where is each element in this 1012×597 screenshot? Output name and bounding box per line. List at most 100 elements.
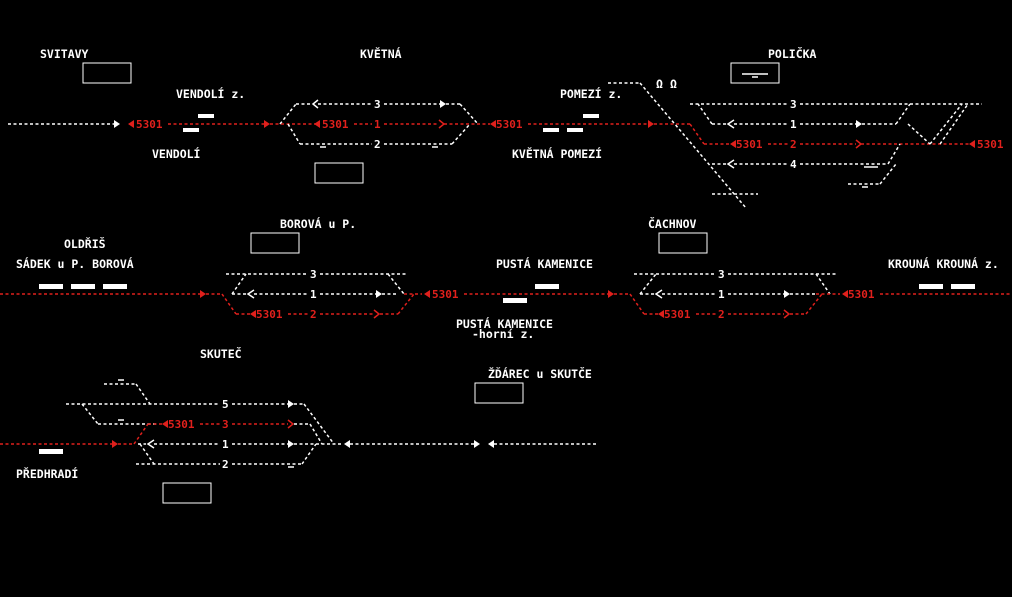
- signal-icon[interactable]: [246, 289, 255, 299]
- switch[interactable]: [301, 443, 317, 465]
- station-predhradi[interactable]: PŘEDHRADÍ: [16, 466, 78, 481]
- switch-occupied[interactable]: [805, 293, 823, 315]
- signal-icon[interactable]: [250, 310, 256, 318]
- signal-icon[interactable]: [424, 290, 430, 298]
- switch-occupied[interactable]: [221, 293, 237, 315]
- zdarec-panel-box[interactable]: [474, 382, 524, 404]
- signal-icon[interactable]: [474, 440, 480, 448]
- switch[interactable]: [135, 383, 151, 405]
- signal-icon[interactable]: [376, 290, 382, 298]
- signal-icon[interactable]: [344, 440, 350, 448]
- switch[interactable]: [309, 423, 323, 445]
- train-number-label[interactable]: 5301: [496, 118, 523, 131]
- signal-icon[interactable]: [311, 99, 319, 109]
- switch[interactable]: [697, 103, 713, 125]
- derail-icon[interactable]: Ω: [670, 77, 677, 91]
- station-policka[interactable]: POLIČKA: [768, 46, 817, 61]
- signal-icon[interactable]: [490, 120, 496, 128]
- svitavy-panel-box[interactable]: [82, 62, 132, 84]
- station-krouna[interactable]: KROUNÁ KROUNÁ z.: [888, 256, 999, 271]
- switch[interactable]: [139, 443, 155, 465]
- switch[interactable]: [459, 103, 479, 125]
- signal-icon[interactable]: [783, 309, 791, 319]
- station-pomezi-z[interactable]: POMEZÍ z.: [560, 86, 622, 101]
- signal-icon[interactable]: [726, 159, 735, 169]
- train-number-label[interactable]: 5301: [136, 118, 163, 131]
- policka-panel-box[interactable]: [730, 62, 780, 84]
- signal-icon[interactable]: [856, 120, 862, 128]
- station-pusta-kamenice[interactable]: PUSTÁ KAMENICE: [496, 256, 593, 271]
- switch[interactable]: [279, 103, 297, 125]
- signal-icon[interactable]: [314, 120, 320, 128]
- switch[interactable]: [815, 273, 831, 295]
- signal-icon[interactable]: [784, 290, 790, 298]
- station-vendoli-z[interactable]: VENDOLÍ z.: [176, 86, 245, 101]
- switch[interactable]: [887, 143, 901, 165]
- train-number-label[interactable]: 5301: [256, 308, 283, 321]
- switch[interactable]: [231, 273, 247, 295]
- signal-icon[interactable]: [146, 439, 155, 449]
- skutec-panel-box[interactable]: [162, 482, 212, 504]
- signal-icon[interactable]: [726, 119, 735, 129]
- switch-occupied[interactable]: [133, 423, 149, 445]
- train-number-label[interactable]: 5301: [168, 418, 195, 431]
- station-cachnov[interactable]: ČACHNOV: [648, 216, 697, 231]
- switch[interactable]: [895, 103, 911, 125]
- switch[interactable]: [929, 103, 963, 145]
- switch[interactable]: [639, 273, 657, 295]
- signal-icon[interactable]: [855, 139, 863, 149]
- signal-icon[interactable]: [440, 100, 446, 108]
- switch[interactable]: [939, 103, 969, 145]
- signal-icon[interactable]: [608, 290, 614, 298]
- switch-occupied[interactable]: [689, 123, 705, 145]
- signal-icon[interactable]: [842, 290, 848, 298]
- signal-icon[interactable]: [658, 310, 664, 318]
- switch[interactable]: [81, 403, 99, 425]
- signal-icon[interactable]: [264, 120, 270, 128]
- switch[interactable]: [387, 273, 405, 295]
- signal-icon[interactable]: [128, 120, 134, 128]
- signal-icon[interactable]: [438, 119, 446, 129]
- station-vendoli[interactable]: VENDOLÍ: [152, 146, 200, 161]
- station-svitavy[interactable]: SVITAVY: [40, 47, 89, 61]
- train-number-label[interactable]: 5301: [848, 288, 875, 301]
- station-pusta-kamenice-horni[interactable]: PUSTÁ KAMENICE: [456, 316, 553, 331]
- train-number-label[interactable]: 5301: [432, 288, 459, 301]
- station-borova-u-p[interactable]: BOROVÁ u P.: [280, 216, 356, 231]
- borova-panel-box[interactable]: [250, 232, 300, 254]
- signal-icon[interactable]: [200, 290, 206, 298]
- train-number-label[interactable]: 5301: [736, 138, 763, 151]
- train-number-label[interactable]: 5301: [977, 138, 1004, 151]
- signal-icon[interactable]: [288, 400, 294, 408]
- switch[interactable]: [879, 163, 897, 185]
- signal-icon[interactable]: [373, 309, 381, 319]
- signal-icon[interactable]: [112, 440, 118, 448]
- train-number-label[interactable]: 5301: [664, 308, 691, 321]
- signal-icon[interactable]: [648, 120, 654, 128]
- signal-icon[interactable]: [288, 440, 294, 448]
- signal-icon[interactable]: [162, 420, 168, 428]
- switch[interactable]: [303, 403, 335, 445]
- switch[interactable]: [451, 123, 471, 145]
- signal-icon[interactable]: [969, 140, 975, 148]
- signal-icon[interactable]: [730, 140, 736, 148]
- signal-icon[interactable]: [654, 289, 663, 299]
- station-oldris[interactable]: OLDŘIŠ: [64, 236, 106, 251]
- train-number-label[interactable]: 5301: [322, 118, 349, 131]
- switch-occupied[interactable]: [629, 293, 645, 315]
- signal-icon[interactable]: [114, 120, 120, 128]
- switch[interactable]: [639, 82, 747, 209]
- switch[interactable]: [907, 123, 931, 145]
- cachnov-panel-box[interactable]: [658, 232, 708, 254]
- signal-icon[interactable]: [287, 419, 295, 429]
- station-kvetna[interactable]: KVĚTNÁ: [360, 46, 402, 61]
- switch[interactable]: [287, 123, 301, 145]
- derail-icon[interactable]: Ω: [656, 77, 663, 91]
- kvetna-panel-box[interactable]: [314, 162, 364, 184]
- signal-icon[interactable]: [488, 440, 494, 448]
- station-skutec[interactable]: SKUTEČ: [200, 346, 242, 361]
- station-kvetna-pomezi[interactable]: KVĚTNÁ POMEZÍ: [512, 146, 602, 161]
- station-sadek-borova[interactable]: SÁDEK u P. BOROVÁ: [16, 256, 134, 271]
- station-zdarec[interactable]: ŽĎÁREC u SKUTČE: [488, 366, 592, 381]
- switch-occupied[interactable]: [397, 293, 415, 315]
